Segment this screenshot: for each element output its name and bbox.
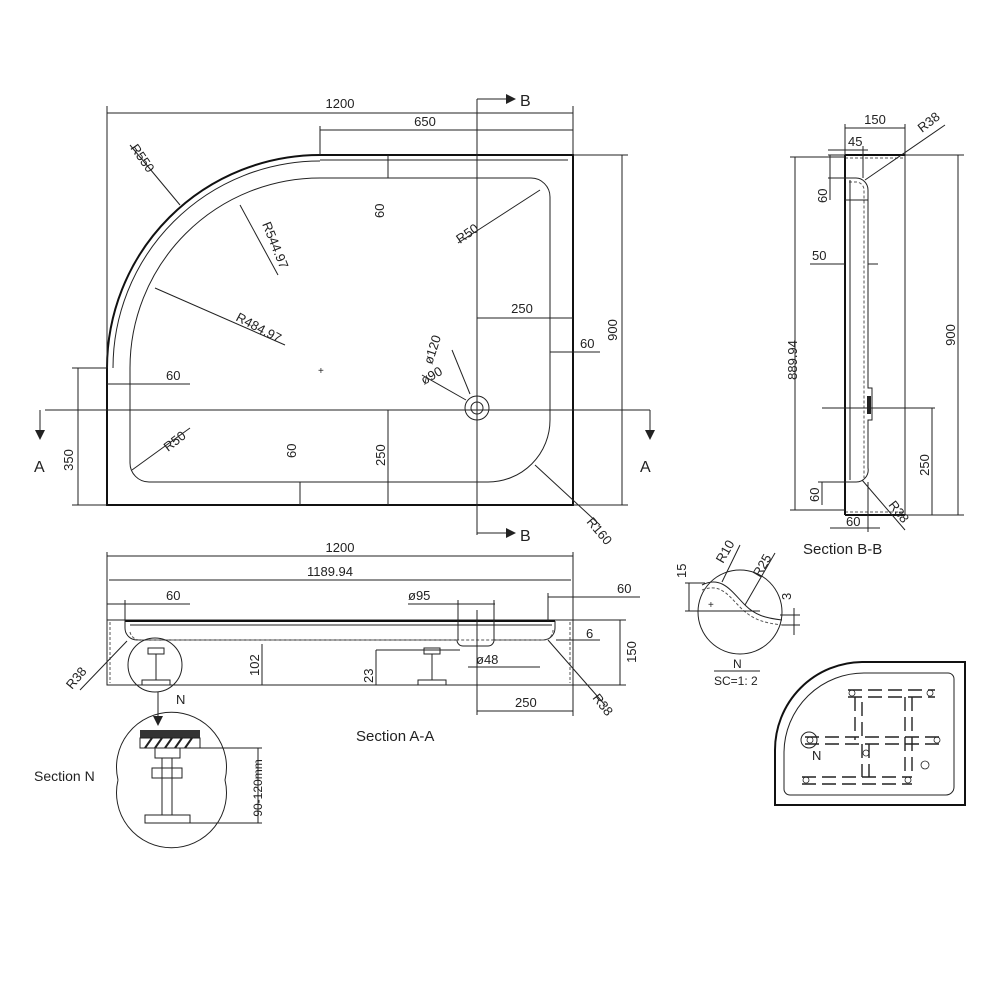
dim-a-d48: ø48: [476, 652, 498, 667]
dim-r160: R160: [584, 514, 615, 547]
section-n: 90-120mm Section N: [34, 711, 265, 849]
tray-rim-inner: [112, 160, 321, 369]
section-b-b-title: Section B-B: [803, 541, 882, 558]
dim-b-60-width: 60: [846, 514, 860, 529]
dim-a-1189: 1189.94: [307, 564, 353, 579]
dim-d120: ø120: [421, 333, 444, 366]
dim-n-r25: R25: [750, 551, 775, 579]
section-b-label: B: [520, 93, 531, 110]
section-b-b: 150 R38 45 60 50 889.94 900 250 60 60 R3…: [785, 109, 964, 558]
dim-bottom-rim: 60: [284, 444, 299, 458]
section-a-a-title: Section A-A: [356, 728, 434, 745]
detail-n-label: N: [176, 692, 185, 707]
dim-b-50: 50: [812, 248, 826, 263]
dim-a-250: 250: [515, 695, 537, 710]
dim-a-23: 23: [361, 669, 376, 683]
dim-a-6: 6: [586, 626, 593, 641]
detail-n: + 15 R10 R25 3 N SC=1: 2: [674, 537, 800, 688]
dim-r484: R484.97: [234, 309, 284, 345]
dim-b-60-bottom: 60: [807, 488, 822, 502]
dim-b-60-top: 60: [815, 189, 830, 203]
dim-n-height: 90-120mm: [251, 759, 265, 816]
section-n-title: Section N: [34, 768, 95, 784]
detail-n-scale: SC=1: 2: [714, 674, 758, 688]
dim-n-r10: R10: [713, 537, 738, 565]
section-a-a: 1200 1189.94 60 60 ø95 6 150 R38 102 23 …: [63, 540, 640, 745]
dim-left-rim: 60: [166, 368, 180, 383]
tray-outline: [106, 154, 574, 506]
detail-n-marker: [127, 637, 183, 693]
dim-straight-width: 650: [414, 114, 436, 129]
svg-text:+: +: [708, 600, 714, 611]
dim-a-150: 150: [624, 641, 639, 663]
dim-a-d95: ø95: [408, 588, 430, 603]
dim-a-102: 102: [247, 654, 262, 676]
dim-b-r38-top: R38: [915, 109, 943, 136]
dim-drain-right: 250: [511, 301, 533, 316]
svg-text:+: +: [318, 366, 324, 377]
dim-a-60-left: 60: [166, 588, 180, 603]
dim-n-15: 15: [674, 564, 689, 578]
detail-n-marker: [800, 731, 818, 749]
dim-a-1200: 1200: [326, 540, 355, 555]
dim-drain-bottom: 250: [373, 444, 388, 466]
dim-top-rim: 60: [372, 204, 387, 218]
bottom-view: N: [774, 661, 966, 806]
dim-d90: ø90: [418, 363, 445, 387]
dim-b-45: 45: [848, 134, 862, 149]
detail-n-label: N: [733, 657, 742, 671]
leveling-foot: [141, 647, 171, 686]
dim-b-889: 889.94: [785, 340, 800, 380]
dim-a-r38-right: R38: [590, 691, 617, 719]
section-b-label: B: [520, 528, 531, 545]
top-view: + A A B B 1200 650 900 350 R550 R544.97 …: [34, 93, 655, 548]
dim-b-width: 150: [864, 112, 886, 127]
dim-b-r38-bottom: R38: [886, 498, 913, 526]
dim-a-60-right: 60: [617, 581, 631, 596]
dim-right-rim: 60: [580, 336, 594, 351]
dim-width: 1200: [326, 96, 355, 111]
section-a-label: A: [640, 459, 651, 476]
dim-n-3: 3: [779, 593, 794, 600]
dim-b-250: 250: [917, 454, 932, 476]
dim-a-r38-left: R38: [63, 664, 90, 692]
section-a-label: A: [34, 459, 45, 476]
dim-b-900: 900: [943, 324, 958, 346]
dim-r550: R550: [128, 141, 158, 175]
leveling-foot: [417, 647, 447, 686]
basin-outline: [129, 177, 551, 483]
dim-height: 900: [605, 319, 620, 341]
dim-r544: R544.97: [259, 220, 291, 271]
detail-n-label: N: [812, 748, 821, 763]
dim-left-straight: 350: [61, 449, 76, 471]
